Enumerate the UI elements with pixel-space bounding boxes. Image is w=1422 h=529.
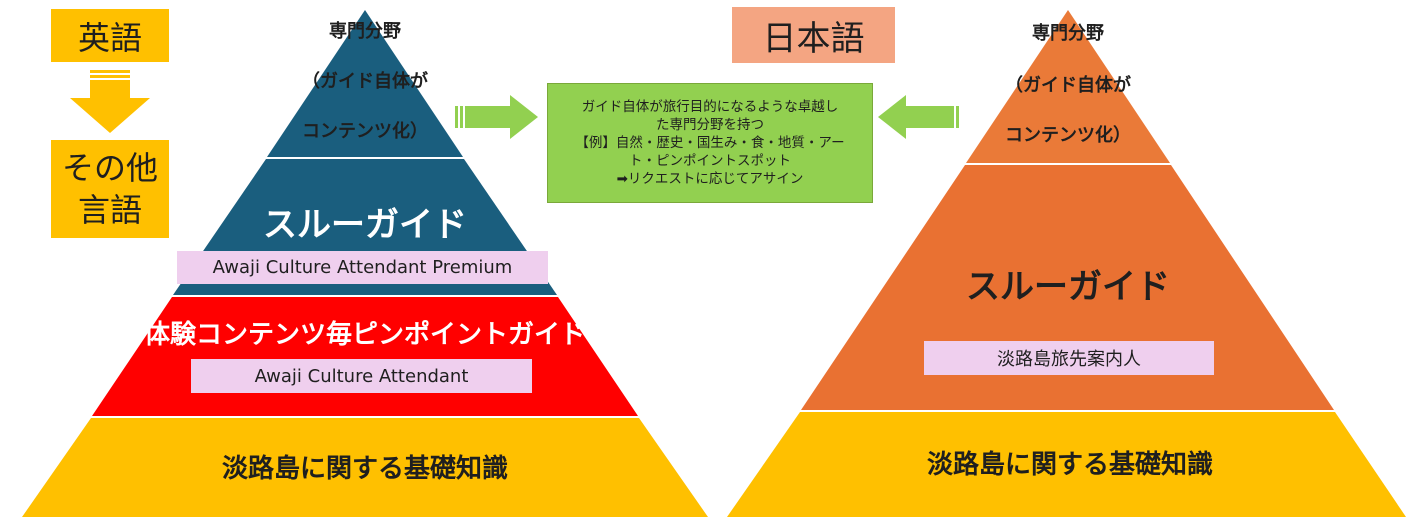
left-pyramid-base-tier [22, 418, 708, 517]
lang-japanese-text: 日本語 [762, 18, 865, 59]
right-base-title: 淡路島に関する基礎知識 [926, 449, 1213, 480]
left-base-title: 淡路島に関する基礎知識 [221, 453, 508, 484]
left-pinpoint-guide-title: 体験コンテンツ毎ピンポイントガイド [143, 319, 586, 350]
lang-other-line2: 言語 [77, 191, 142, 229]
left-top-line3: コンテンツ化） [302, 121, 428, 142]
note-line1: ガイド自体が旅行目的になるような卓越し [581, 99, 839, 115]
right-pyramid-top-tier [966, 10, 1170, 163]
note-line5: ➡リクエストに応じてアサイン [616, 171, 804, 187]
right-top-line2: （ガイド自体が [1005, 75, 1131, 96]
right-top-line3: コンテンツ化） [1005, 125, 1131, 146]
note-line3: 【例】自然・歴史・国生み・食・地質・アー [575, 135, 845, 151]
left-through-guide-title: スルーガイド [263, 204, 467, 245]
center-note-box: ガイド自体が旅行目的になるような卓越し た専門分野を持つ 【例】自然・歴史・国生… [547, 83, 873, 203]
lang-other-box: その他 言語 [51, 140, 169, 238]
left-pinpoint-guide-label: Awaji Culture Attendant [191, 359, 532, 393]
lang-english-text: 英語 [77, 18, 142, 57]
left-top-line2: （ガイド自体が [302, 71, 428, 92]
right-through-guide-label: 淡路島旅先案内人 [924, 341, 1214, 375]
lang-japanese-box: 日本語 [732, 7, 895, 63]
note-line2: た専門分野を持つ [656, 117, 764, 133]
down-arrow-icon [70, 70, 150, 133]
right-arrow-icon [455, 95, 538, 139]
right-pyramid-base-tier [727, 412, 1406, 517]
left-through-guide-label: Awaji Culture Attendant Premium [177, 251, 548, 284]
right-through-guide-title: スルーガイド [966, 266, 1170, 307]
left-top-line1: 専門分野 [329, 21, 401, 42]
lang-english-box: 英語 [51, 9, 169, 62]
lang-other-line1: その他 [61, 149, 158, 187]
left-pyramid-top-tier [267, 10, 463, 157]
right-top-line1: 専門分野 [1032, 23, 1104, 44]
left-arrow-icon [878, 95, 959, 139]
note-line4: ト・ピンポイントスポット [629, 153, 791, 169]
